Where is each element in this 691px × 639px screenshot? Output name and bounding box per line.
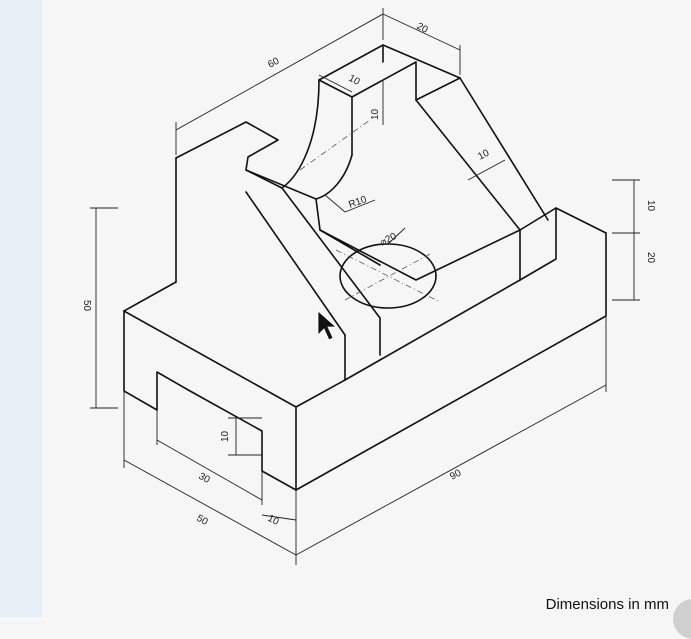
mouse-cursor-icon [317, 310, 338, 341]
dim-r10: R10 [347, 194, 368, 211]
dim-10-right: 10 [645, 200, 656, 212]
dim-50-height: 50 [81, 300, 92, 312]
dim-10-notch: 10 [220, 430, 231, 442]
dim-phi20: ⌀20 [378, 231, 399, 249]
dim-60: 60 [266, 56, 281, 71]
dimension-labels: 20 60 10 10 10 R10 ⌀20 10 20 50 10 30 50… [81, 21, 656, 528]
isometric-part-drawing: 20 60 10 10 10 R10 ⌀20 10 20 50 10 30 50… [81, 8, 656, 565]
dim-10-slot: 10 [347, 73, 362, 88]
dim-10-depth: 10 [370, 108, 381, 120]
dim-30: 30 [197, 471, 212, 486]
left-margin-strip [0, 0, 42, 617]
part-outline [123, 44, 607, 491]
dimension-lines [90, 8, 640, 565]
dim-10-rib: 10 [476, 148, 491, 163]
dim-20-top: 20 [415, 21, 430, 36]
dimensions-unit-note: Dimensions in mm [545, 596, 669, 613]
drawing-sheet [42, 0, 691, 617]
center-lines [299, 119, 441, 303]
dim-90: 90 [448, 468, 463, 483]
dim-50-width: 50 [195, 513, 210, 528]
dim-10-bottom: 10 [266, 513, 281, 528]
dim-20-right: 20 [645, 252, 656, 264]
